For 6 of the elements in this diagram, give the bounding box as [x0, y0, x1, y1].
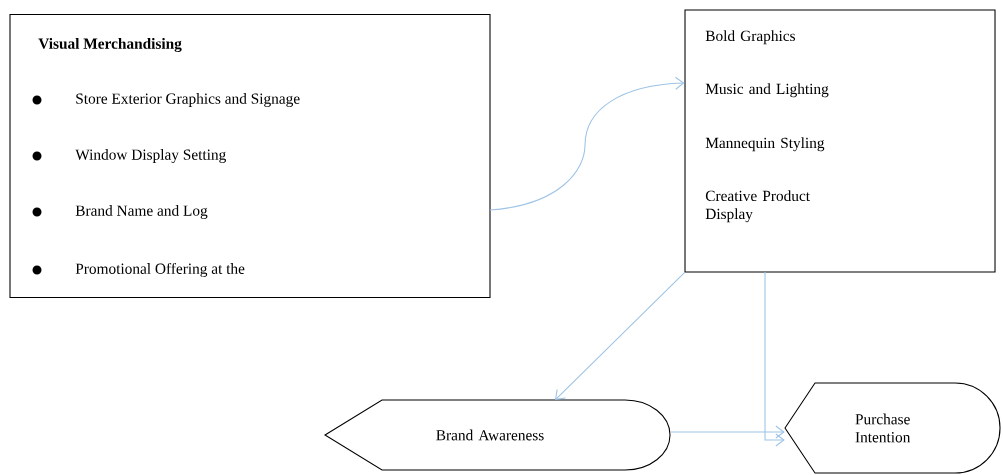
- list-box: Bold Graphics Music and Lighting Mannequin Styling Creative Product Display: [684, 9, 996, 273]
- arrow: [764, 271, 785, 447]
- arrow: [555, 272, 685, 400]
- arrow: [489, 76, 685, 211]
- arrow: [669, 425, 785, 439]
- list-box: Visual Merchandising Store Exterior Graphics and Signage Window Display Setting Brand Name and Log Promotional Offering at the: [9, 13, 491, 299]
